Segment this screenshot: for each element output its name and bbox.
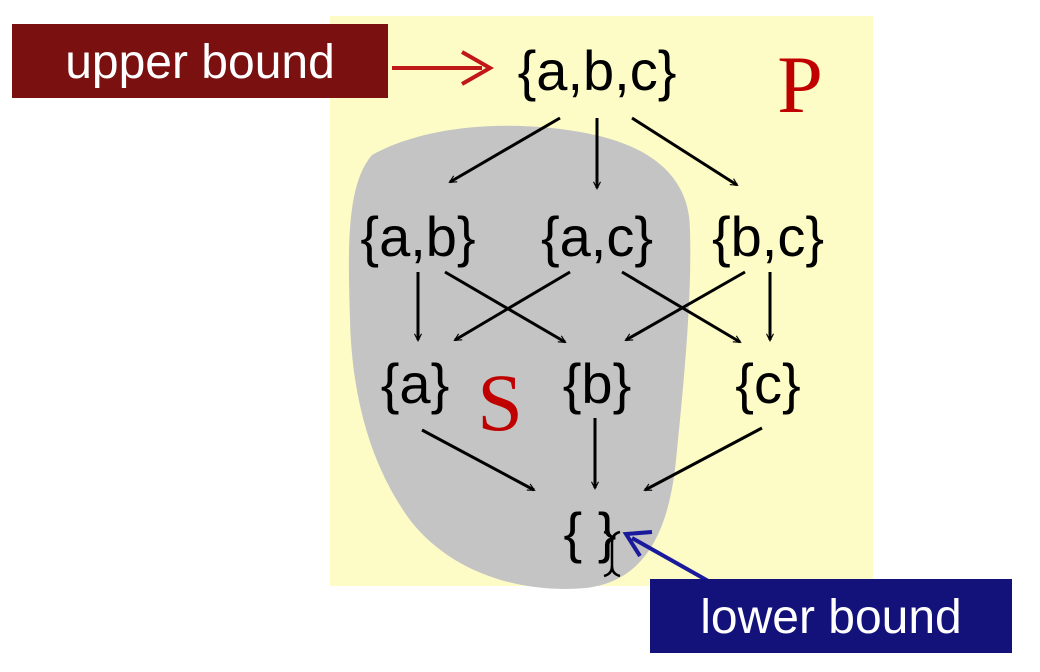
text-cursor-icon xyxy=(603,530,621,578)
node-empty: { } xyxy=(564,501,617,564)
lower-bound-label-box xyxy=(650,579,1012,653)
outer-set-label: P xyxy=(777,39,823,130)
edge-a-empty xyxy=(421,428,536,492)
hasse-nodes: {a,b,c} {a,b} {a,c} {b,c} {a} {b} {c} { … xyxy=(360,39,824,564)
node-a: {a} xyxy=(381,352,450,415)
edge-abc-bc xyxy=(631,116,739,187)
node-ab: {a,b} xyxy=(360,205,475,268)
node-bc: {b,c} xyxy=(712,205,824,268)
subset-label: S xyxy=(477,357,523,448)
lower-bound-arrow xyxy=(631,536,711,584)
node-ac: {a,c} xyxy=(541,205,653,268)
lower-bound-arrowhead xyxy=(622,530,653,558)
subset-region xyxy=(348,125,691,589)
edge-c-empty xyxy=(643,426,763,492)
edge-abc-ab xyxy=(448,116,561,184)
edge-bc-b xyxy=(624,270,746,342)
hasse-edges xyxy=(413,116,775,492)
node-c: {c} xyxy=(735,352,800,415)
upper-bound-label: upper bound xyxy=(65,36,335,89)
node-b: {b} xyxy=(563,352,632,415)
upper-bound-callout: upper bound xyxy=(12,24,495,98)
upper-bound-arrowhead xyxy=(461,50,495,86)
upper-bound-label-box xyxy=(12,24,388,98)
edge-ab-b xyxy=(444,270,567,344)
lower-bound-label: lower bound xyxy=(700,591,962,644)
node-abc: {a,b,c} xyxy=(518,39,677,102)
lower-bound-callout: lower bound xyxy=(622,530,1012,653)
edge-ac-a xyxy=(453,270,571,342)
